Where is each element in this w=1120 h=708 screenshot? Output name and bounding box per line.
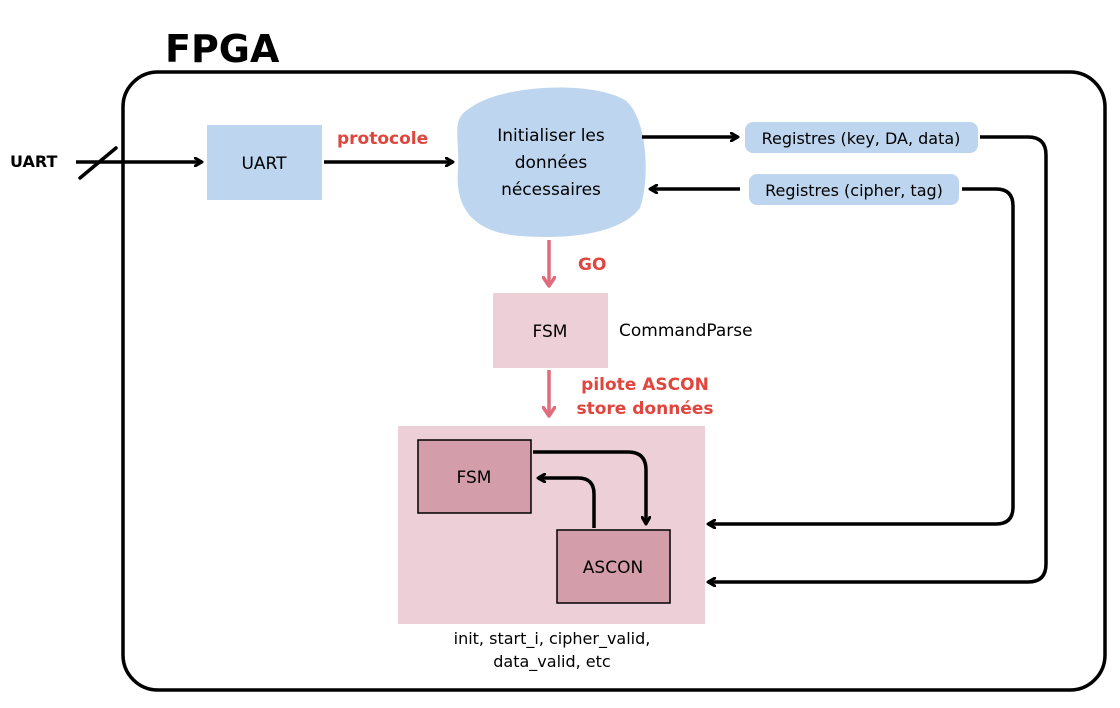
fsm-commandparse-block (493, 293, 608, 368)
registers-out-label: Registres (cipher, tag) (765, 181, 943, 200)
pilote-label-line-2: store données (577, 399, 714, 419)
bus-slash (78, 146, 118, 180)
fpga-boundary (121, 70, 1107, 692)
init-blob (457, 87, 646, 237)
fsm-to-ascon-arrow (533, 450, 646, 524)
fsm-inner-label: FSM (457, 468, 492, 488)
pilote-label-line-1: pilote ASCON (581, 375, 709, 395)
protocole-label: protocole (337, 129, 428, 149)
uart-block (207, 125, 322, 200)
fpga-title: FPGA (165, 27, 280, 71)
registers-in (745, 122, 978, 153)
init-text-line-2: données (515, 153, 588, 173)
ascon-label: ASCON (583, 558, 643, 578)
ascon-block (556, 529, 671, 604)
signals-line-1: init, start_i, cipher_valid, (454, 629, 651, 649)
ascon-to-fsm-arrow (538, 478, 596, 528)
registers-out-to-ascon-path (708, 187, 1015, 524)
registers-in-label: Registres (key, DA, data) (762, 129, 961, 148)
commandparse-label: CommandParse (619, 321, 753, 341)
init-text-line-3: nécessaires (501, 180, 601, 200)
registers-in-to-ascon-path (708, 135, 1048, 582)
fsm-inner-block (417, 439, 532, 514)
uart-block-label: UART (241, 154, 287, 174)
init-text-line-1: Initialiser les (497, 126, 605, 146)
registers-out (749, 174, 959, 205)
go-label: GO (578, 255, 606, 275)
signals-line-2: data_valid, etc (493, 652, 610, 672)
fsm-commandparse-label: FSM (533, 322, 568, 342)
external-uart-label: UART (10, 152, 57, 171)
